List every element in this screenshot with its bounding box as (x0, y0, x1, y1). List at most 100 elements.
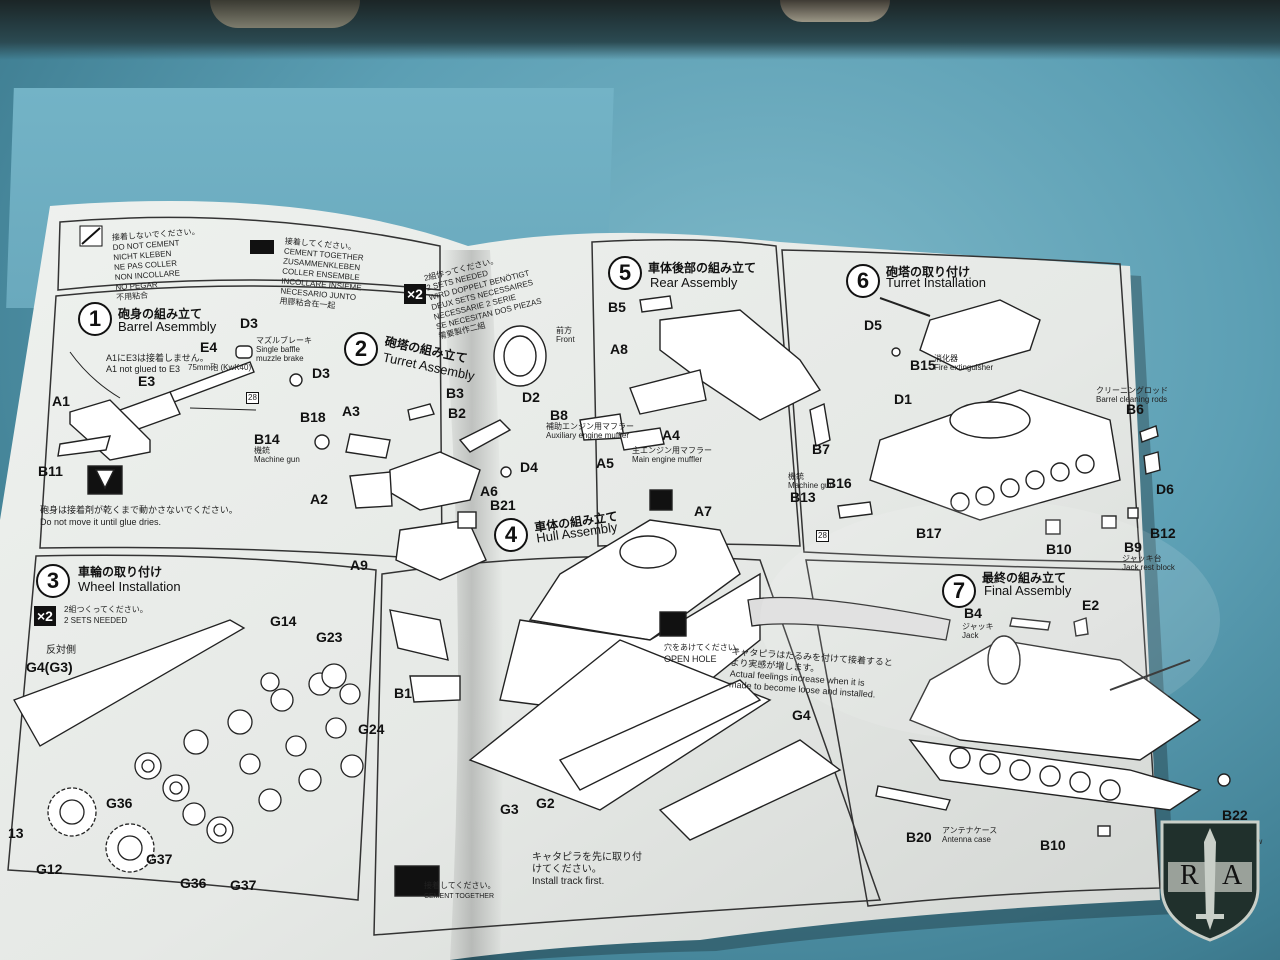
part-label: G36 (180, 875, 207, 891)
dry-note-en: Do not move it until glue dries. (40, 517, 162, 527)
part-label: A8 (610, 341, 628, 357)
part-label: B17 (916, 525, 942, 541)
part-label: G4(G3) (26, 659, 73, 675)
part-label: B20 (906, 829, 932, 845)
panel-step6 (781, 249, 1141, 563)
step2-number: 2 (344, 332, 378, 366)
step7-title-jp: 最終の組み立て (982, 571, 1067, 585)
part-label: D3 (240, 315, 258, 331)
part-label: A7 (694, 503, 712, 519)
rear-drawing (579, 295, 831, 451)
page-ref-box: 28 (246, 392, 259, 404)
open-hole-note-en: OPEN HOLE (664, 654, 717, 664)
part-label: D6 (1156, 481, 1174, 497)
step6-title-en: Turret Installation (886, 275, 986, 290)
part-label: G24 (358, 721, 385, 737)
part-label: B10 (1046, 541, 1072, 557)
part-label: B8 (550, 407, 568, 423)
step7-number: 7 (942, 574, 976, 608)
panel-legend (57, 216, 441, 291)
step1-number: 1 (78, 302, 112, 336)
part-label: B15 (910, 357, 936, 373)
track-drawing (747, 596, 951, 641)
part-label: G23 (316, 629, 343, 645)
logo-letter-left: R (1180, 860, 1199, 891)
final-drawing (875, 617, 1231, 837)
part-label: B4 (964, 605, 982, 621)
part-label: B2 (448, 405, 466, 421)
step5-title-jp: 車体後部の組み立て (648, 261, 757, 275)
hull-drawing (389, 489, 842, 897)
part-label: A3 (342, 403, 360, 419)
step6-number: 6 (846, 264, 880, 298)
part-label: B3 (446, 385, 464, 401)
part-label: E4 (200, 339, 218, 355)
part-label: B1 (394, 685, 412, 701)
cement-tube-icon (250, 240, 274, 254)
main-muffler-note: 主エンジン用マフラー Main engine muffler (632, 446, 712, 464)
antenna-case-note: アンテナケース Antenna case (942, 826, 998, 844)
part-label: D1 (894, 391, 912, 407)
road-wheels (134, 663, 364, 844)
part-label: B9 (1124, 539, 1142, 555)
part-label: B21 (490, 497, 516, 513)
step4-number: 4 (494, 518, 528, 552)
cement-note-en: CEMENT TOGETHER (424, 893, 495, 900)
step1-title-en: Barrel Asemmbly (118, 319, 217, 334)
part-label: B7 (812, 441, 830, 457)
aux-muffler-note: 補助エンジン用マフラー Auxiliary engine muffler (546, 422, 634, 440)
machine-gun-note-6: 機銃 Machine gun (788, 472, 834, 490)
step6-title-jp: 砲塔の取り付け (886, 265, 971, 279)
do-not-cement-legend: 接着しないでください。 DO NOT CEMENT NICHT KLEBEN N… (111, 227, 200, 302)
part-label: G14 (270, 613, 297, 629)
part-label: G3 (500, 801, 519, 817)
barrel-note: 75mm砲 (KwK40) (188, 363, 252, 372)
ra-shield-logo (1160, 820, 1260, 942)
part-label: E3 (138, 373, 156, 389)
jack-note: ジャッキ Jack (962, 622, 994, 640)
step5-title-en: Rear Assembly (650, 275, 738, 290)
part-label: D5 (864, 317, 882, 333)
panel-step3 (7, 554, 377, 901)
open-hole-note-jp: 穴をあけてください。 (664, 643, 744, 652)
part-label: B14 (254, 431, 280, 447)
step3-title-jp: 車輪の取り付け (78, 565, 163, 579)
part-label: A2 (310, 491, 328, 507)
part-label: B16 (826, 475, 852, 491)
part-label: G37 (146, 851, 173, 867)
part-label: B11 (38, 463, 63, 479)
part-label: G37 (230, 877, 257, 893)
part-label: B18 (300, 409, 326, 425)
part-label: A5 (596, 455, 614, 471)
part-label: 13 (8, 825, 24, 841)
part-label: G2 (536, 795, 555, 811)
cement-together-legend: 接着してください。 CEMENT TOGETHER ZUSAMMENKLEBEN… (279, 236, 365, 311)
cup-rim (210, 0, 360, 28)
part-label: E2 (1082, 597, 1100, 613)
machine-gun-note: 機銃 Machine gun (254, 446, 300, 464)
step3-note-jp: 2組つくってください。 (64, 605, 148, 614)
step3-number: 3 (36, 564, 70, 598)
part-label: G12 (36, 861, 63, 877)
part-label: G4 (792, 707, 811, 723)
glue-note-en: A1 not glued to E3 (106, 364, 181, 374)
part-label: B13 (790, 489, 816, 505)
part-label: A6 (480, 483, 498, 499)
part-label: A1 (52, 393, 70, 409)
part-label: B22 (1222, 807, 1248, 823)
part-label: G36 (106, 795, 133, 811)
wheel-drawing (13, 619, 364, 873)
step1-title-jp: 砲身の組み立て (118, 307, 203, 321)
part-label: D3 (312, 365, 330, 381)
part-label: B6 (1126, 401, 1144, 417)
step3-note-en: 2 SETS NEEDED (64, 616, 128, 625)
step3-title-en: Wheel Installation (78, 579, 181, 594)
opposite-side-note: 反対側 (46, 645, 76, 656)
part-label: D4 (520, 459, 538, 475)
turret-install-drawing (837, 297, 1161, 535)
cup-rim-right (780, 0, 890, 22)
muzzle-brake-note: マズルブレーキ Single baffle muzzle brake (256, 336, 312, 363)
dry-note-jp: 砲身は接着剤が乾くまで動かさないでください。 (40, 505, 238, 515)
